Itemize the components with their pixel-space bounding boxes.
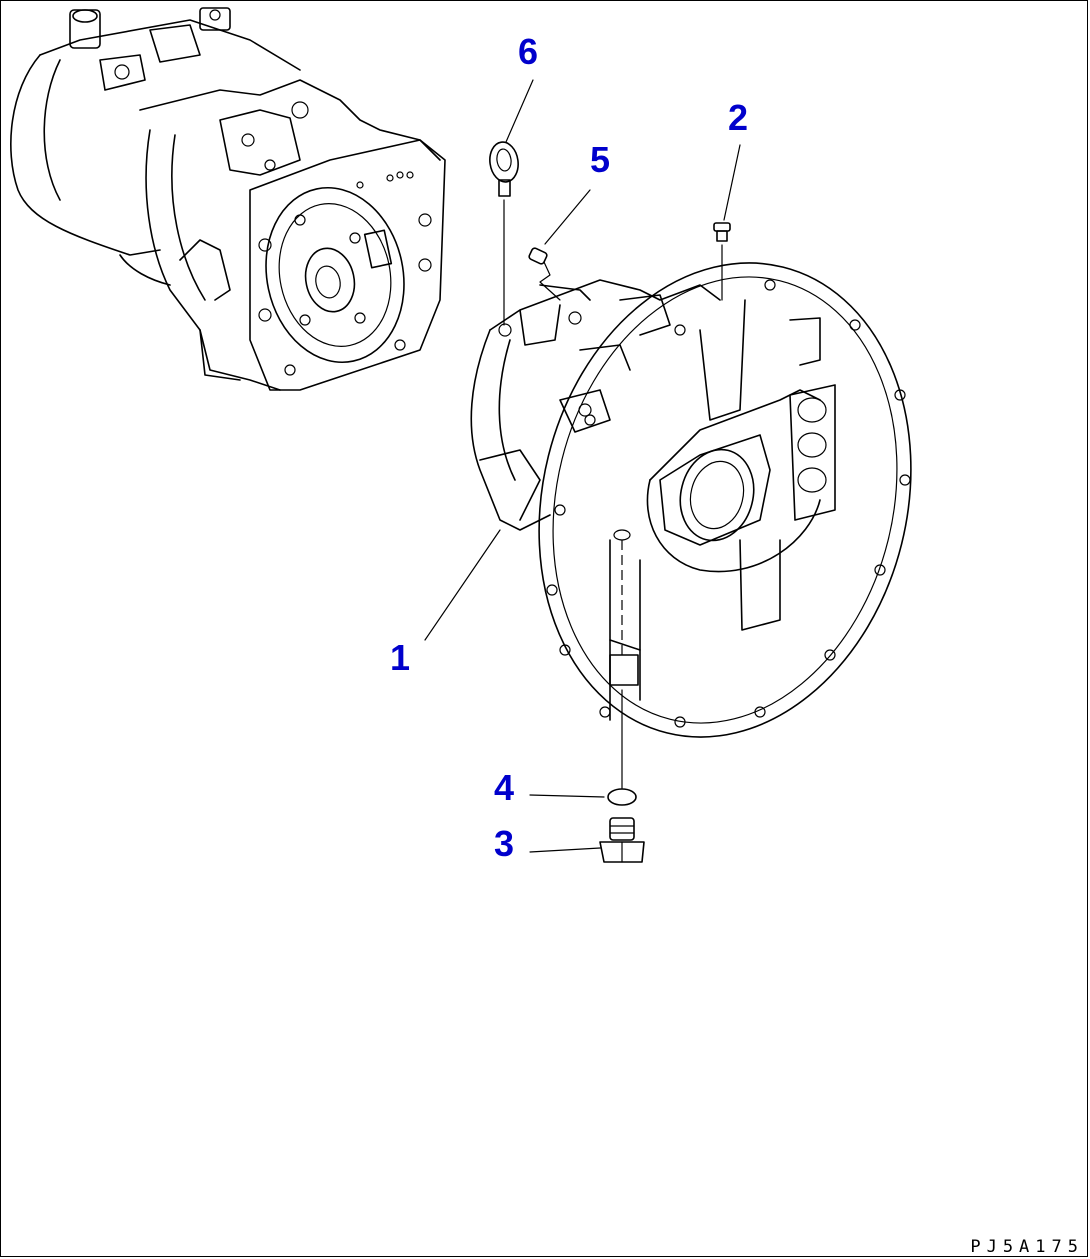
callout-1: 1 [390,637,410,678]
pump-assembly [10,7,446,391]
callout-4: 4 [494,767,514,808]
part-6-eye-bolt [489,141,519,326]
part-2-plug [713,222,731,301]
drawing-code: PJ5A175 [970,1237,1084,1257]
part-4-o-ring [607,788,637,806]
part-5-plug [528,247,561,301]
pump-case [470,262,912,738]
callout-2: 2 [728,97,748,138]
leader-lines [424,79,741,853]
callout-5: 5 [590,139,610,180]
callout-3: 3 [494,823,514,864]
part-3-drain-plug [599,817,645,863]
callout-6: 6 [518,31,538,72]
